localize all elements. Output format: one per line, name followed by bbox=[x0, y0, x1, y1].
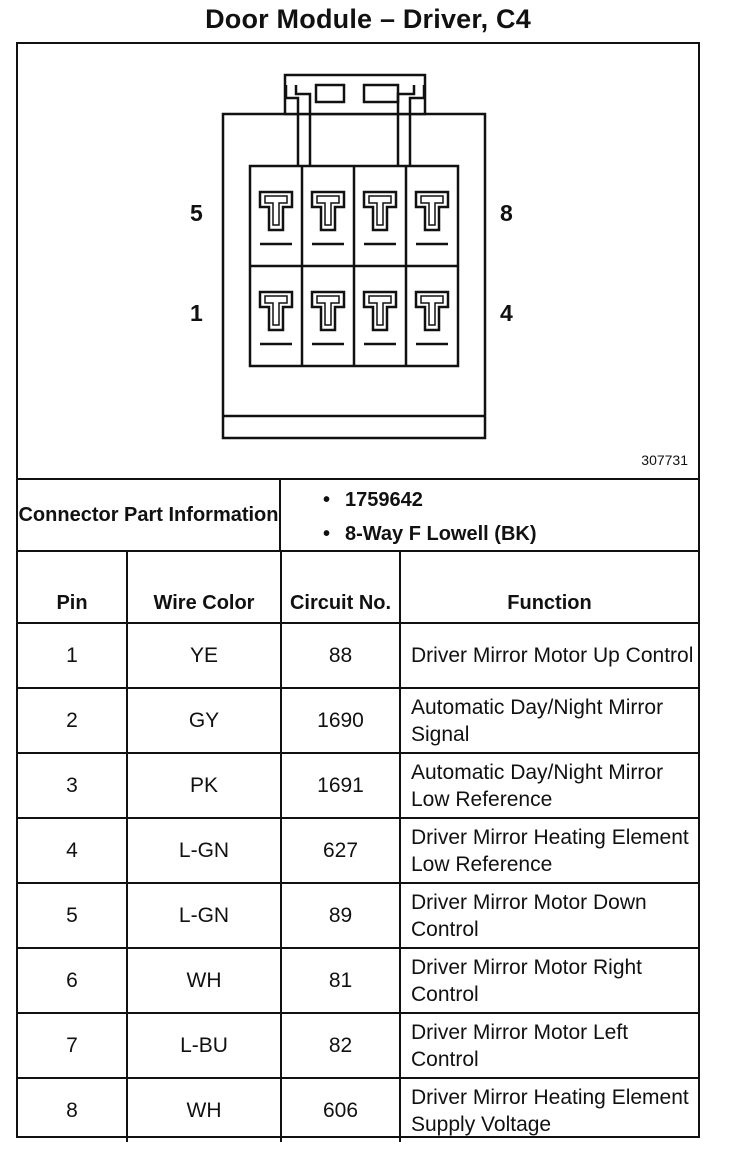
terminal-cavity-icon bbox=[362, 290, 398, 332]
pin-label-5: 5 bbox=[190, 200, 203, 226]
table-header-row: Pin Wire Color Circuit No. Function bbox=[18, 552, 698, 624]
wire-color-cell: L-GN bbox=[126, 817, 282, 884]
pin-label-4: 4 bbox=[500, 300, 513, 326]
function-cell: Driver Mirror Heating Element Low Refere… bbox=[399, 817, 698, 884]
connector-type: • 8-Way F Lowell (BK) bbox=[323, 517, 698, 551]
table-row: 4 L-GN 627 Driver Mirror Heating Element… bbox=[18, 817, 698, 884]
terminal-contact-icon bbox=[264, 295, 288, 326]
table-row: 3 PK 1691 Automatic Day/Night Mirror Low… bbox=[18, 752, 698, 819]
wire-color-cell: L-BU bbox=[126, 1012, 282, 1079]
connector-type-text: 8-Way F Lowell (BK) bbox=[345, 523, 537, 545]
table-row: 8 WH 606 Driver Mirror Heating Element S… bbox=[18, 1077, 698, 1142]
terminal-contact-icon bbox=[368, 195, 392, 226]
circuit-cell: 81 bbox=[280, 947, 401, 1014]
wire-color-cell: WH bbox=[126, 1077, 282, 1142]
pin-label-8: 8 bbox=[500, 200, 513, 226]
terminal-contact-icon bbox=[264, 195, 288, 226]
terminal-contact-icon bbox=[420, 195, 444, 226]
header-function: Function bbox=[399, 552, 698, 624]
part-number-text: 1759642 bbox=[345, 489, 423, 511]
wire-color-cell: GY bbox=[126, 687, 282, 754]
function-cell: Driver Mirror Motor Right Control bbox=[399, 947, 698, 1014]
header-pin: Pin bbox=[18, 552, 128, 624]
function-cell: Automatic Day/Night Mirror Signal bbox=[399, 687, 698, 754]
pin-cell: 4 bbox=[18, 817, 128, 884]
terminal-cavity-icon bbox=[258, 290, 294, 332]
pin-cell: 5 bbox=[18, 882, 128, 949]
header-circuit-no: Circuit No. bbox=[280, 552, 401, 624]
circuit-cell: 1691 bbox=[280, 752, 401, 819]
pin-cell: 2 bbox=[18, 687, 128, 754]
function-cell: Driver Mirror Motor Down Control bbox=[399, 882, 698, 949]
terminal-contact-icon bbox=[420, 295, 444, 326]
bullet-icon: • bbox=[323, 523, 331, 545]
connector-sheet: 5 8 1 4 307731 Connector Part Informatio… bbox=[16, 42, 700, 1142]
wire-color-cell: WH bbox=[126, 947, 282, 1014]
pin-cell: 6 bbox=[18, 947, 128, 1014]
circuit-cell: 1690 bbox=[280, 687, 401, 754]
connector-part-number: • 1759642 bbox=[323, 483, 698, 517]
function-cell: Driver Mirror Motor Left Control bbox=[399, 1012, 698, 1079]
connector-info-values: • 1759642 • 8-Way F Lowell (BK) bbox=[281, 480, 698, 550]
table-row: 5 L-GN 89 Driver Mirror Motor Down Contr… bbox=[18, 882, 698, 949]
table-row: 1 YE 88 Driver Mirror Motor Up Control bbox=[18, 622, 698, 689]
wire-color-cell: PK bbox=[126, 752, 282, 819]
circuit-cell: 88 bbox=[280, 622, 401, 689]
table-row: 7 L-BU 82 Driver Mirror Motor Left Contr… bbox=[18, 1012, 698, 1079]
table-row: 6 WH 81 Driver Mirror Motor Right Contro… bbox=[18, 947, 698, 1014]
pin-cell: 1 bbox=[18, 622, 128, 689]
terminal-cavity-icon bbox=[414, 190, 450, 232]
function-cell: Driver Mirror Motor Up Control bbox=[399, 622, 698, 689]
terminal-cavity-icon bbox=[362, 190, 398, 232]
pinout-table: Pin Wire Color Circuit No. Function 1 YE… bbox=[18, 552, 698, 1142]
wire-color-cell: YE bbox=[126, 622, 282, 689]
terminal-contact-icon bbox=[316, 295, 340, 326]
function-cell: Automatic Day/Night Mirror Low Reference bbox=[399, 752, 698, 819]
pin-cell: 8 bbox=[18, 1077, 128, 1142]
page-title: Door Module – Driver, C4 bbox=[205, 4, 531, 34]
terminal-contact-icon bbox=[368, 295, 392, 326]
function-cell: Driver Mirror Heating Element Supply Vol… bbox=[399, 1077, 698, 1142]
pin-label-1: 1 bbox=[190, 300, 203, 326]
terminal-contact-icon bbox=[316, 195, 340, 226]
circuit-cell: 627 bbox=[280, 817, 401, 884]
circuit-cell: 82 bbox=[280, 1012, 401, 1079]
terminal-cavity-icon bbox=[414, 290, 450, 332]
terminal-cavity-icon bbox=[310, 190, 346, 232]
wire-color-cell: L-GN bbox=[126, 882, 282, 949]
connector-info-label: Connector Part Information bbox=[18, 480, 281, 550]
figure-number: 307731 bbox=[641, 452, 688, 468]
terminal-cavity-icon bbox=[310, 290, 346, 332]
pin-cell: 7 bbox=[18, 1012, 128, 1079]
terminal-cavity-icon bbox=[258, 190, 294, 232]
circuit-cell: 89 bbox=[280, 882, 401, 949]
bullet-icon: • bbox=[323, 489, 331, 511]
circuit-cell: 606 bbox=[280, 1077, 401, 1142]
connector-diagram: 5 8 1 4 307731 bbox=[18, 44, 698, 480]
table-row: 2 GY 1690 Automatic Day/Night Mirror Sig… bbox=[18, 687, 698, 754]
pin-cell: 3 bbox=[18, 752, 128, 819]
header-wire-color: Wire Color bbox=[126, 552, 282, 624]
connector-drawing bbox=[221, 73, 487, 440]
connector-part-info: Connector Part Information • 1759642 • 8-W… bbox=[18, 478, 698, 552]
